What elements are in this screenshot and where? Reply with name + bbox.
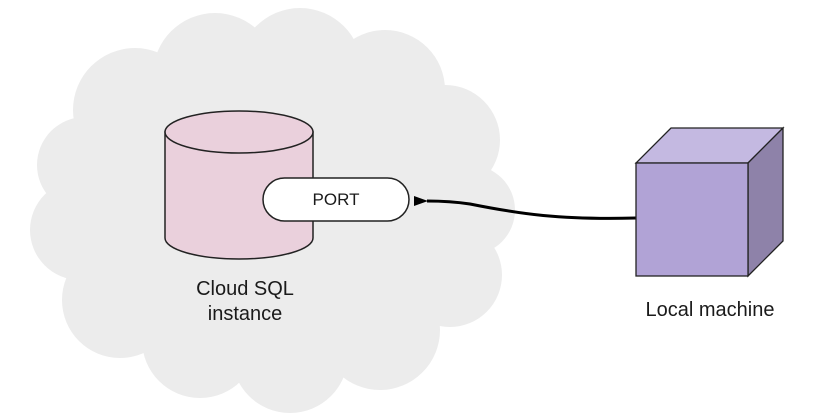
database-cylinder-icon bbox=[164, 110, 314, 260]
local-machine-label: Local machine bbox=[645, 299, 775, 321]
connection-arrow bbox=[413, 195, 637, 220]
cloud-sql-instance-label: Cloud SQL instance bbox=[140, 277, 350, 327]
port-label: PORT bbox=[313, 190, 360, 209]
cube-front-face bbox=[635, 162, 749, 277]
cloud-label-line-2: instance bbox=[207, 303, 283, 325]
port-badge: PORT bbox=[262, 177, 410, 222]
local-machine-cube-icon bbox=[634, 126, 785, 278]
cloud-label-line-1: Cloud SQL bbox=[196, 278, 294, 300]
